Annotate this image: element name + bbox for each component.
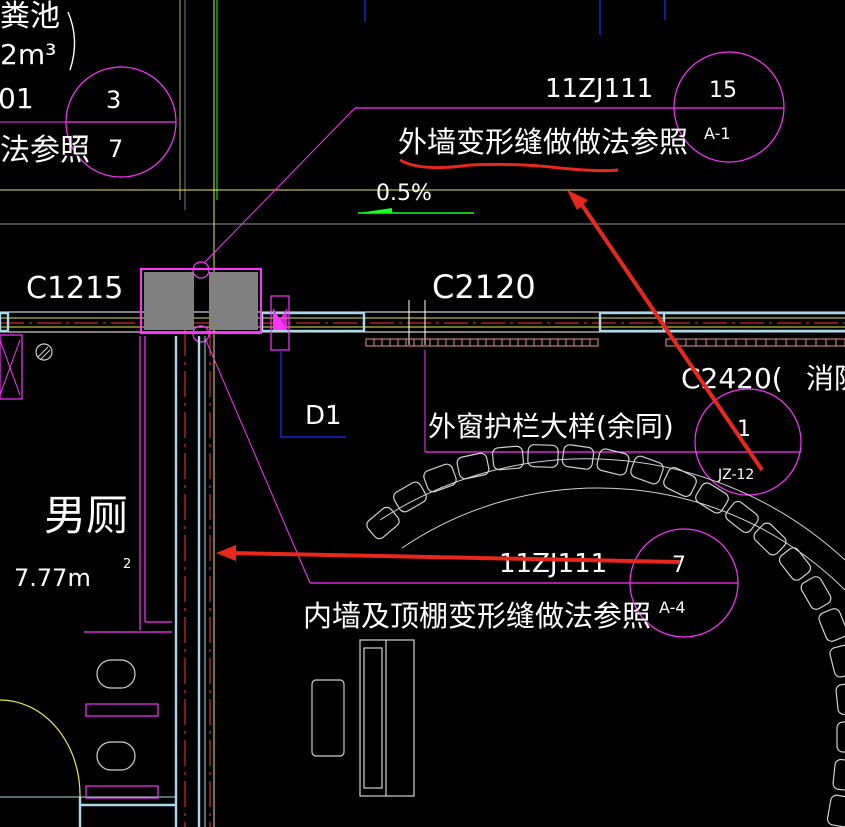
railing-hatch — [365, 338, 599, 347]
interior-atlas-code: 11ZJ111 — [499, 549, 607, 579]
interior-walls: 男厕 7.77m 2 — [0, 334, 206, 827]
exterior-bubble-bottom: A-1 — [704, 124, 731, 143]
urinal-icon — [96, 741, 136, 771]
top-left-line4: 法参照 — [0, 133, 90, 168]
top-left-line1: 粪池 — [0, 0, 60, 34]
annotation-arrows — [216, 190, 764, 564]
window-c2420-suffix: 消防 — [806, 362, 845, 395]
interior-bubble-bottom: A-4 — [659, 598, 686, 617]
room-area-superscript: 2 — [123, 557, 131, 572]
room-area: 7.77m — [14, 564, 91, 592]
detail-bubble — [673, 51, 785, 163]
red-underline — [399, 158, 619, 173]
exterior-atlas-code: 11ZJ111 — [545, 74, 653, 104]
interior-bubble-top: 7 — [672, 553, 686, 578]
door-d1: D1 — [270, 295, 346, 438]
exterior-wall — [0, 300, 845, 347]
top-left-line3: 01 — [0, 82, 34, 115]
red-arrow-head-icon — [216, 545, 236, 561]
red-arrow-line — [231, 551, 681, 564]
slope-label: 0.5% — [376, 181, 432, 206]
slope-arrow-icon — [358, 208, 392, 213]
railing-bubble-bottom: JZ-12 — [717, 467, 754, 483]
window-c1215: C1215 — [26, 261, 262, 343]
red-arrow-line — [578, 200, 764, 472]
room-name: 男厕 — [44, 491, 128, 540]
exterior-bubble-top: 15 — [709, 78, 737, 103]
window-c2120-label: C2120 — [432, 268, 536, 306]
door-d1-label: D1 — [305, 401, 342, 431]
top-left-line2: 2m³ — [0, 38, 56, 71]
exterior-joint-reference: 11ZJ111 外墙变形缝做做法参照 15 A-1 — [204, 51, 785, 263]
urinal-icon — [96, 659, 136, 689]
window-c2420-label: C2420( — [681, 362, 783, 395]
furniture-blocks — [311, 639, 415, 797]
railing-title: 外窗护栏大样(余同) — [428, 410, 674, 443]
interior-joint-title: 内墙及顶棚变形缝做法参照 — [303, 599, 651, 633]
bubble-bottom-number: 7 — [108, 135, 123, 163]
exterior-joint-title: 外墙变形缝做做法参照 — [398, 125, 688, 159]
bubble-top-number: 3 — [106, 86, 121, 114]
curved-seating-arc — [366, 444, 845, 827]
red-arrow-head-icon — [567, 190, 588, 210]
railing-reference: C2420( 消防 外窗护栏大样(余同) 1 JZ-12 — [424, 350, 845, 496]
interior-joint-reference: 11ZJ111 内墙及顶棚变形缝做法参照 7 A-4 — [204, 337, 739, 638]
floor-drain-icon — [35, 343, 53, 361]
top-left-reference: 粪池 2m³ 01 法参照 3 7 — [0, 0, 177, 178]
slope-indicator: 0.5% — [358, 181, 474, 214]
window-c1215-label: C1215 — [26, 271, 123, 306]
